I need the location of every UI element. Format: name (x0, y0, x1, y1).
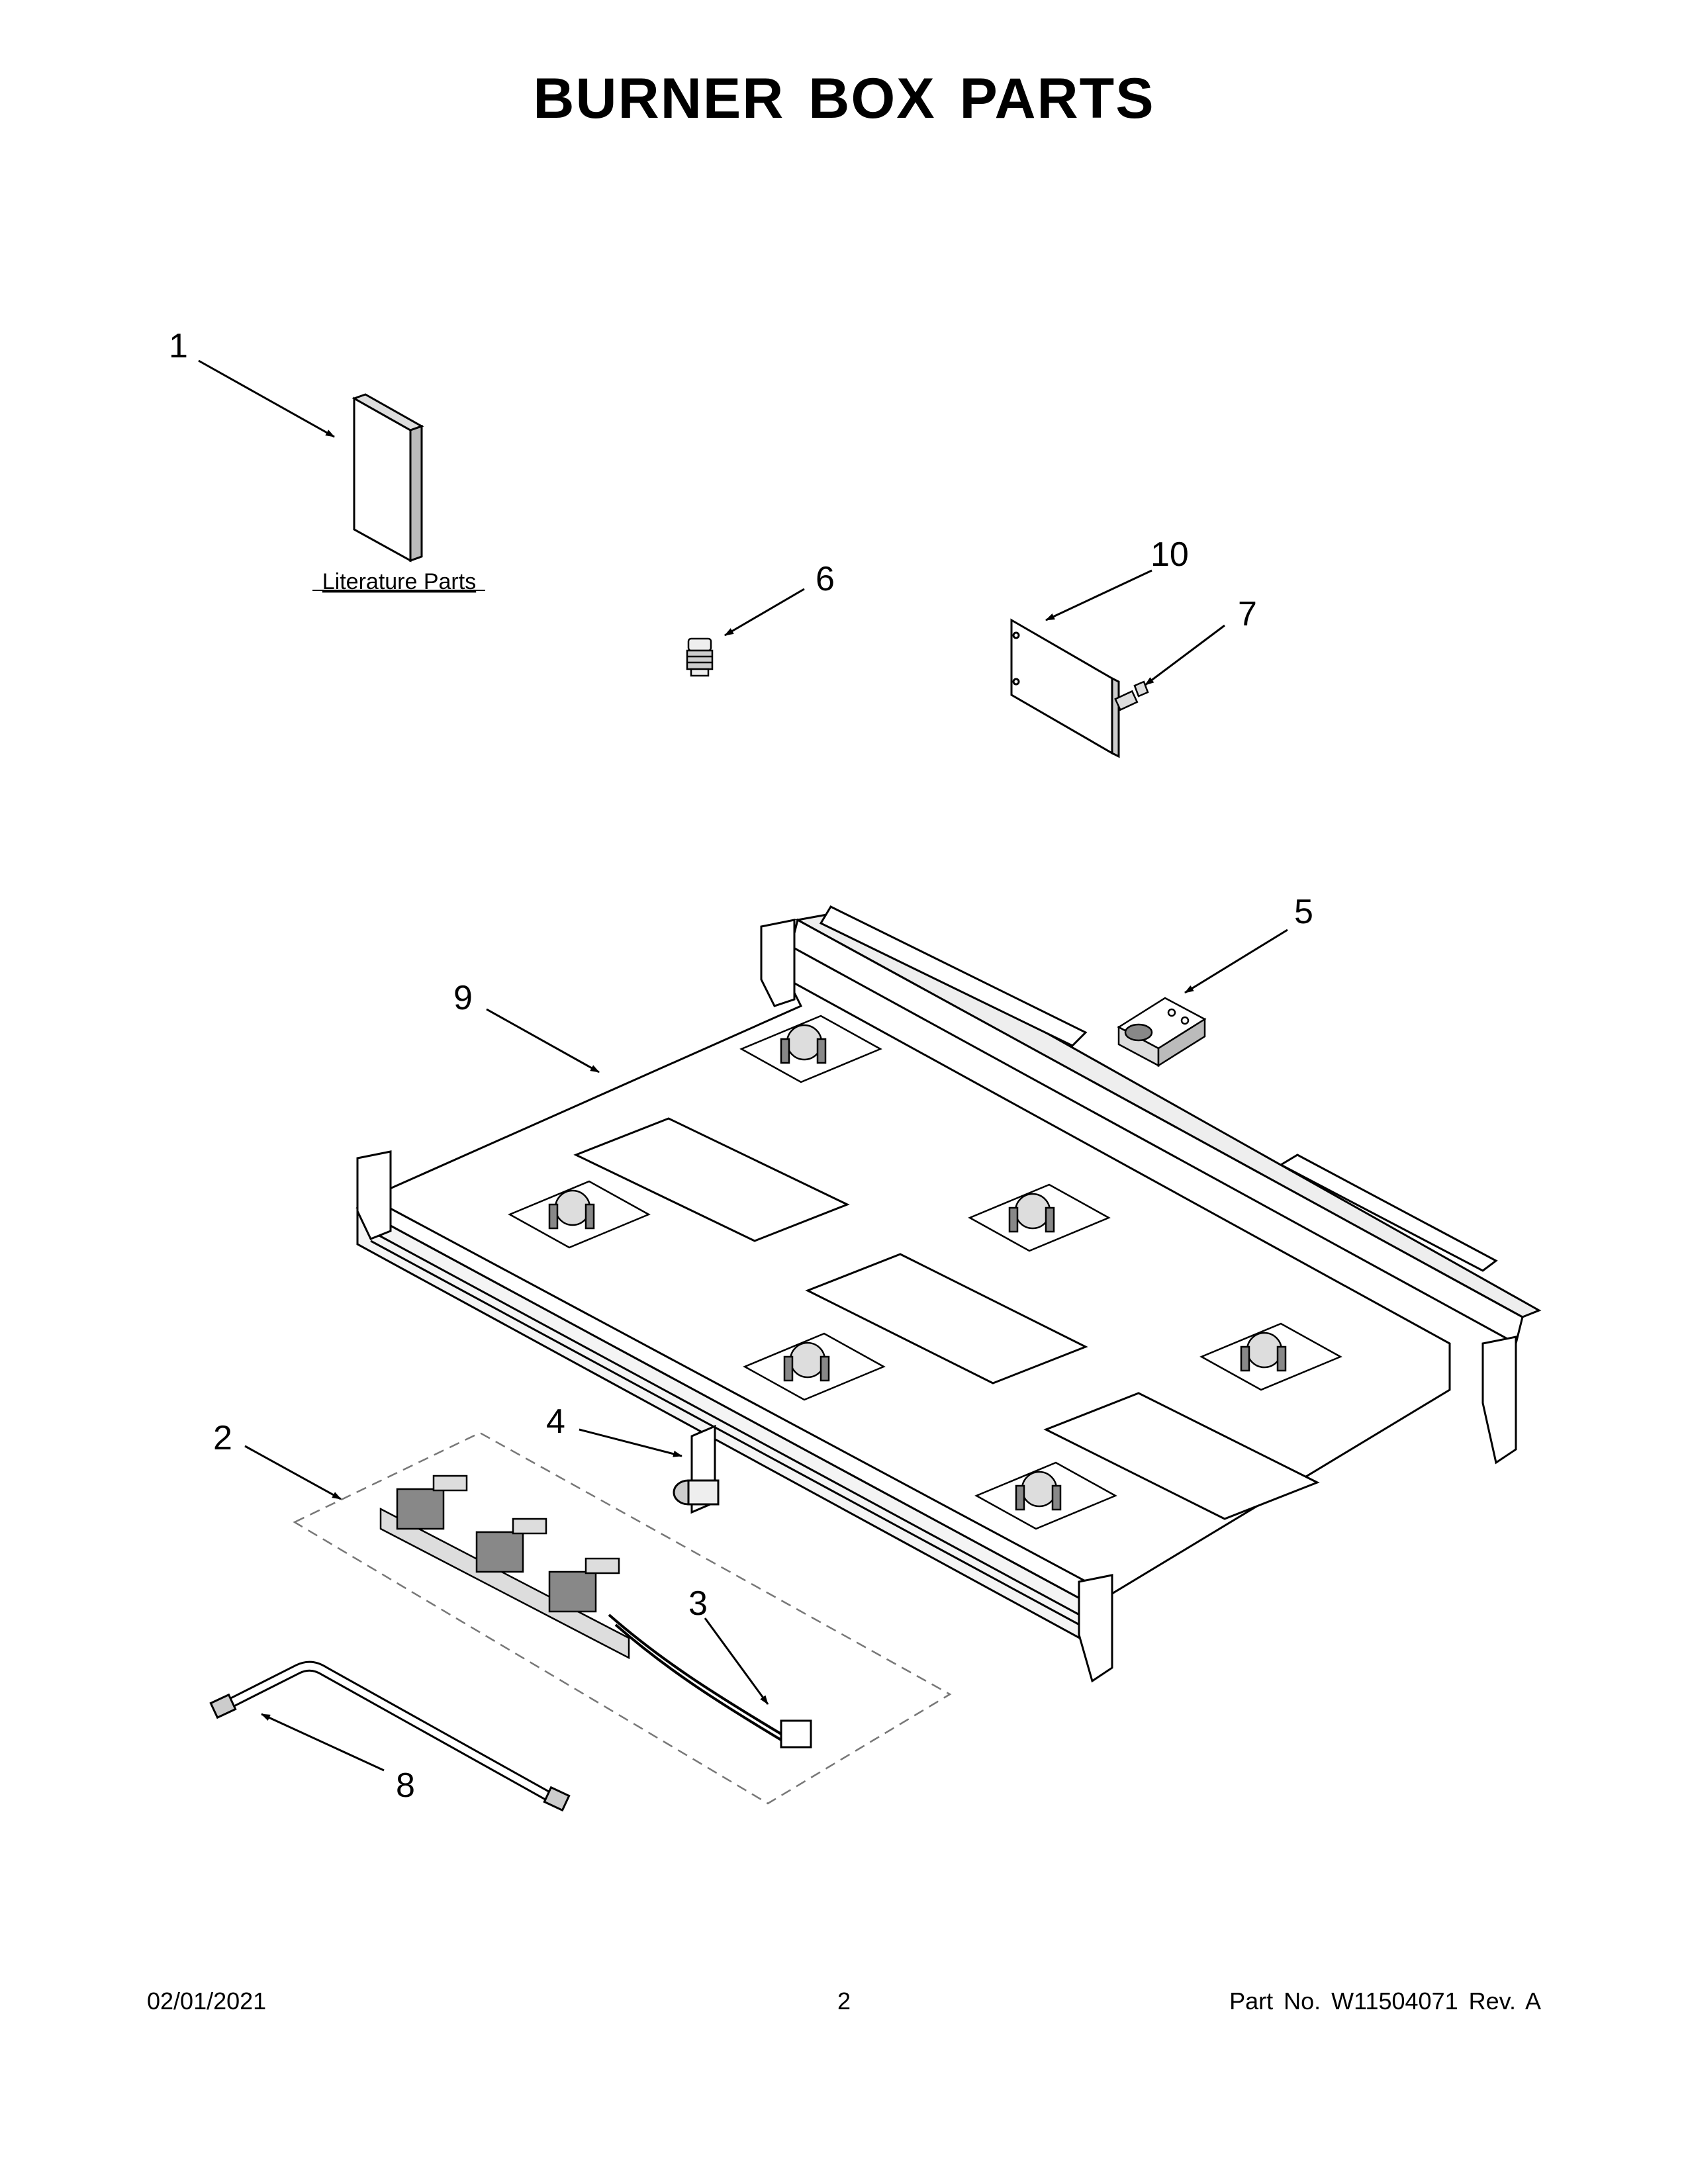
gas-tube-part[interactable] (209, 1661, 571, 1812)
bracket-plate-part[interactable] (1010, 618, 1120, 758)
callout-6: 6 (816, 560, 835, 598)
callout-3: 3 (688, 1584, 708, 1623)
literature-parts-booklet[interactable] (352, 393, 424, 563)
callout-8: 8 (396, 1766, 415, 1805)
callout-1: 1 (169, 327, 188, 365)
callout-4: 4 (546, 1402, 565, 1441)
callout-9: 9 (453, 979, 473, 1017)
manifold-valve-assembly[interactable] (379, 1475, 630, 1660)
callout-2: 2 (213, 1419, 232, 1457)
spark-module-part[interactable] (1117, 997, 1207, 1068)
page-title: BURNER BOX PARTS (533, 67, 1155, 130)
callout-7: 7 (1238, 595, 1257, 633)
callout-5: 5 (1294, 893, 1313, 931)
footer-page-number: 2 (837, 1987, 851, 2015)
burner-box-tray[interactable] (355, 905, 1542, 1683)
burner-valve-pads (508, 1015, 1342, 1530)
footer-part-number: Part No. W11504071 Rev. A (1229, 1987, 1541, 2015)
callout-arrows (198, 359, 1288, 1772)
footer-date: 02/01/2021 (147, 1987, 267, 2015)
wire-harness-part[interactable] (608, 1614, 812, 1749)
orifice-fitting-part[interactable] (686, 637, 714, 677)
gas-inlet-fitting-part[interactable] (673, 1424, 720, 1514)
screw-part[interactable] (1114, 680, 1149, 711)
valve-assembly-dashed-box (293, 1432, 952, 1805)
callout-10: 10 (1150, 535, 1189, 574)
